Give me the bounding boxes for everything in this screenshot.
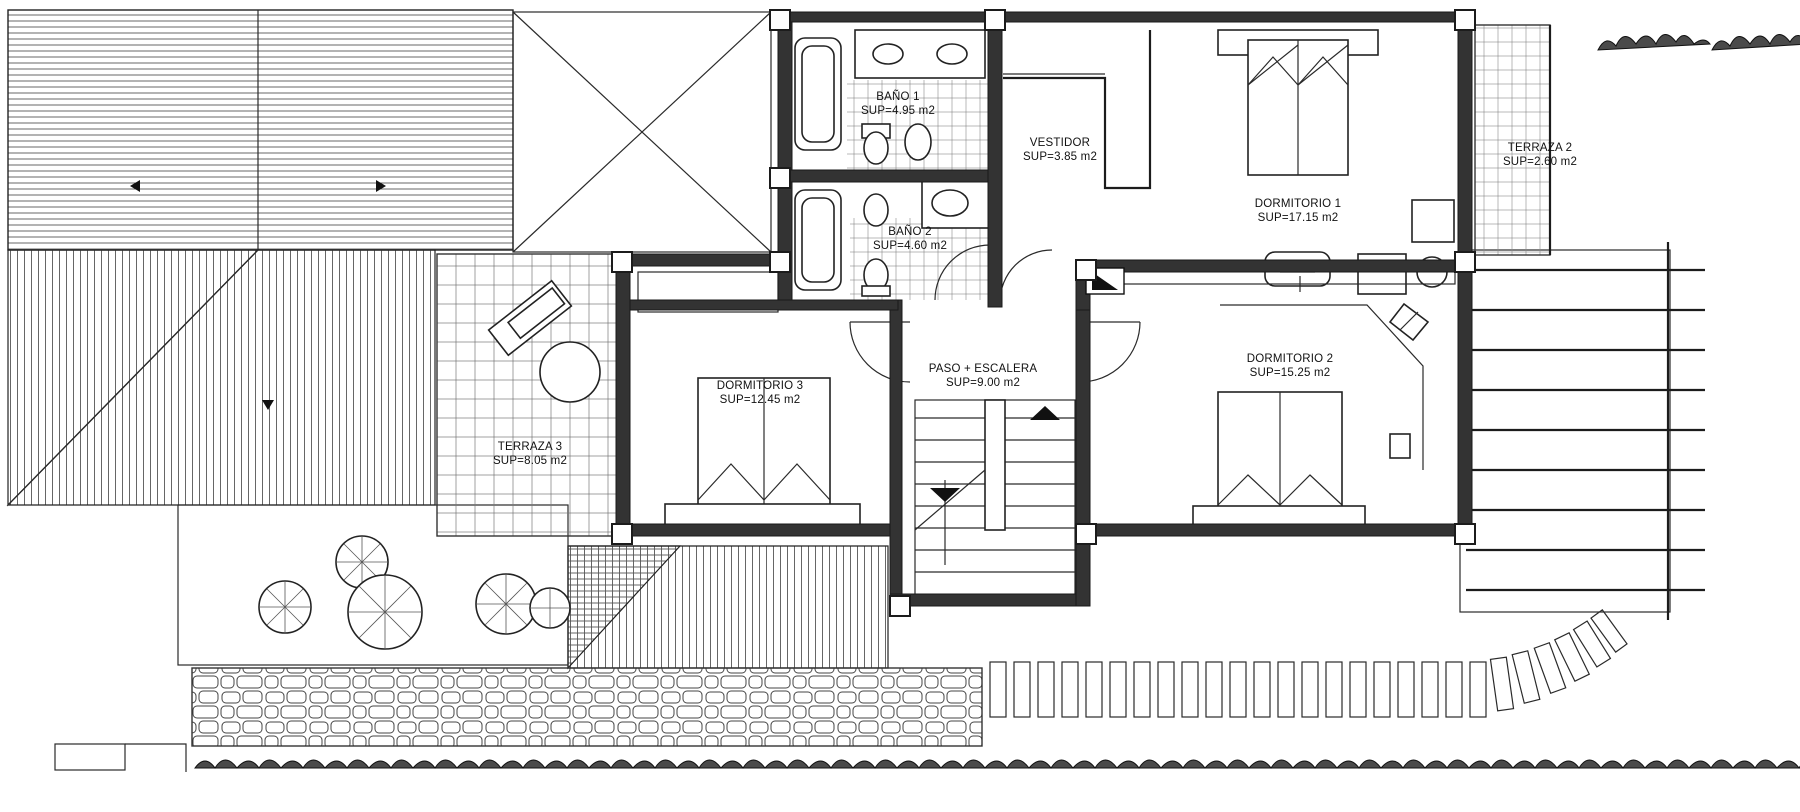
room-name: BAÑO 2	[888, 225, 931, 238]
pergola	[1459, 242, 1705, 620]
room-area: SUP=4.95 m2	[861, 105, 935, 117]
roof-lower	[567, 545, 889, 670]
room-name: DORMITORIO 1	[1255, 198, 1342, 210]
room-label-vestidor: VESTIDOR SUP=3.85 m2	[1023, 137, 1097, 163]
roof-left	[6, 9, 514, 507]
room-name: TERRAZA 2	[1508, 142, 1572, 154]
room-area: SUP=17.15 m2	[1258, 212, 1339, 224]
hedge-top-right	[1597, 34, 1800, 51]
hedge-bottom	[194, 759, 1800, 769]
columns	[611, 9, 1476, 617]
terraza-2-area	[1474, 24, 1552, 256]
garden	[54, 504, 983, 772]
room-area: SUP=2.60 m2	[1503, 156, 1577, 168]
bano-2-area	[794, 179, 995, 301]
room-label-terraza-3: TERRAZA 3 SUP=8.05 m2	[493, 441, 567, 467]
room-label-dormitorio-2: DORMITORIO 2 SUP=15.25 m2	[1247, 353, 1334, 379]
room-name: DORMITORIO 2	[1247, 353, 1334, 365]
tree-icon	[258, 535, 571, 650]
bano-1-area	[794, 29, 992, 175]
room-label-terraza-2: TERRAZA 2 SUP=2.60 m2	[1503, 142, 1577, 168]
room-name: VESTIDOR	[1030, 137, 1090, 149]
room-label-paso-escalera: PASO + ESCALERA SUP=9.00 m2	[929, 363, 1038, 389]
room-name: BAÑO 1	[876, 90, 919, 103]
room-label-bano-2: BAÑO 2 SUP=4.60 m2	[873, 225, 947, 252]
room-area: SUP=3.85 m2	[1023, 151, 1097, 163]
room-area: SUP=12.45 m2	[720, 394, 801, 406]
dormitorio-1-area	[1109, 29, 1456, 295]
room-name: PASO + ESCALERA	[929, 363, 1038, 375]
room-area: SUP=15.25 m2	[1250, 367, 1331, 379]
room-area: SUP=4.60 m2	[873, 240, 947, 252]
room-label-dormitorio-3: DORMITORIO 3 SUP=12.45 m2	[717, 380, 804, 406]
room-name: DORMITORIO 3	[717, 380, 804, 392]
room-area: SUP=9.00 m2	[946, 377, 1020, 389]
terraza-3-area	[436, 253, 618, 537]
dormitorio-2-area	[1086, 292, 1430, 531]
room-label-bano-1: BAÑO 1 SUP=4.95 m2	[861, 90, 935, 117]
vestidor-area	[1003, 30, 1152, 190]
room-area: SUP=8.05 m2	[493, 455, 567, 467]
room-label-dormitorio-1: DORMITORIO 1 SUP=17.15 m2	[1255, 198, 1342, 224]
garden-steps	[989, 609, 1628, 718]
room-name: TERRAZA 3	[498, 441, 562, 453]
void-cross	[512, 11, 772, 253]
